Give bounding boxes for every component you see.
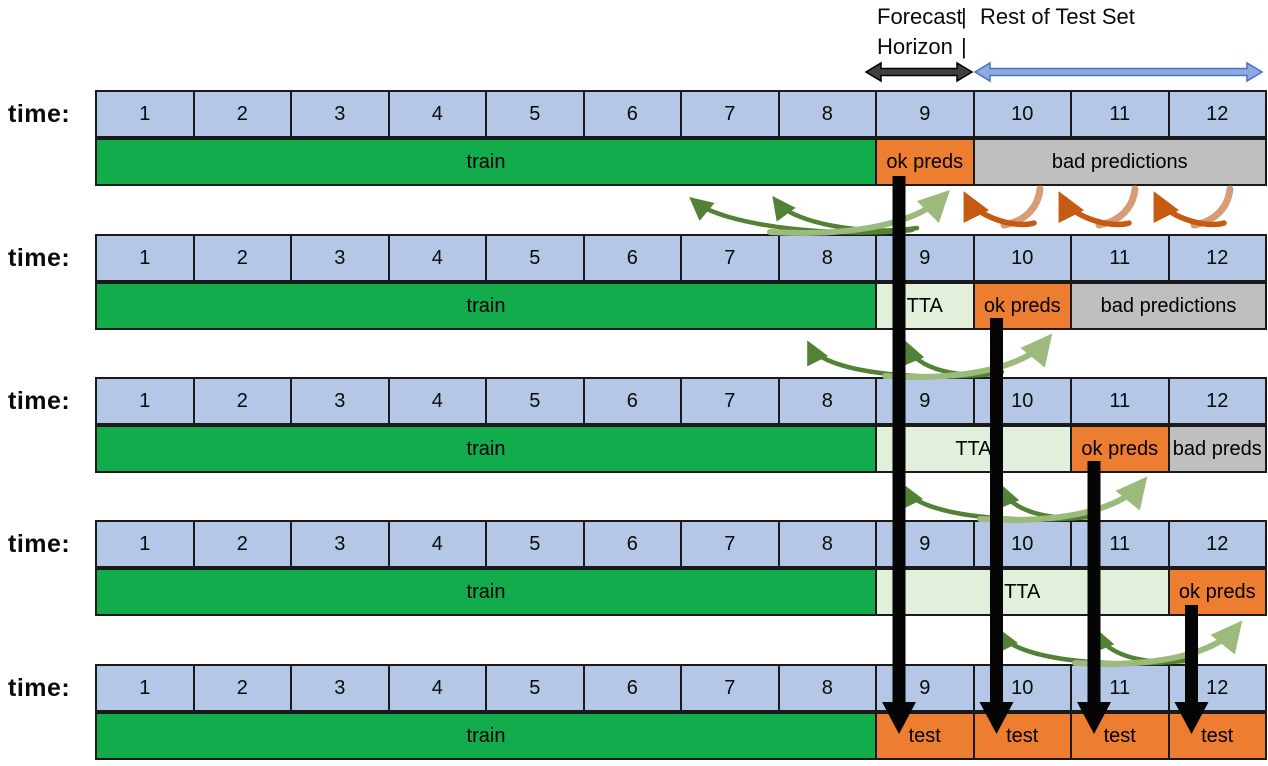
segment-test: test — [1070, 712, 1170, 760]
segment-ok: ok preds — [1070, 425, 1170, 473]
tta-update-arrows-gap2 — [807, 333, 1053, 380]
timestep-cell: 6 — [582, 520, 682, 568]
timestep-cell: 1 — [95, 90, 195, 138]
forecast-horizon-arrow — [864, 61, 974, 83]
timestep-cell: 3 — [290, 234, 390, 282]
timestep-cell: 10 — [972, 234, 1072, 282]
timestep-cell: 11 — [1070, 664, 1170, 712]
timestep-cell: 6 — [582, 377, 682, 425]
timestep-cell: 11 — [1070, 377, 1170, 425]
timestep-cell: 12 — [1167, 90, 1267, 138]
header-divider-2: | — [961, 34, 967, 59]
timestep-cell: 2 — [192, 90, 292, 138]
timestep-cell: 1 — [95, 377, 195, 425]
timestep-cell: 6 — [582, 90, 682, 138]
timestep-cell: 3 — [290, 90, 390, 138]
timestep-cell: 8 — [777, 664, 877, 712]
segment-train: train — [95, 282, 877, 330]
timestep-cell: 11 — [1070, 90, 1170, 138]
timestep-cell: 7 — [680, 377, 780, 425]
timestep-cell: 7 — [680, 234, 780, 282]
time-label: time: — [8, 243, 71, 272]
timestep-cell: 3 — [290, 664, 390, 712]
timestep-cell: 6 — [582, 234, 682, 282]
timestep-cell: 4 — [387, 377, 487, 425]
forecast-horizon-label-line1: Forecast — [877, 4, 963, 29]
rest-of-test-set-arrow — [973, 61, 1264, 83]
timestep-cell: 5 — [485, 90, 585, 138]
timestep-cell: 8 — [777, 520, 877, 568]
tta-update-arrows-gap4 — [997, 620, 1243, 667]
segment-ok: ok preds — [875, 138, 975, 186]
timestep-cell: 2 — [192, 520, 292, 568]
timestep-cell: 11 — [1070, 520, 1170, 568]
segment-test: test — [875, 712, 975, 760]
timestep-cell: 8 — [777, 234, 877, 282]
segment-train: train — [95, 712, 877, 760]
tta-update-arrows-gap3 — [902, 476, 1148, 523]
segment-test: test — [972, 712, 1072, 760]
segment-tta: TTA — [875, 282, 975, 330]
timestep-cell: 9 — [875, 377, 975, 425]
timestep-cell: 10 — [972, 664, 1072, 712]
timestep-cell: 1 — [95, 664, 195, 712]
timestep-cell: 11 — [1070, 234, 1170, 282]
timestep-cell: 5 — [485, 520, 585, 568]
timestep-cell: 9 — [875, 520, 975, 568]
timestep-cell: 1 — [95, 234, 195, 282]
timestep-cell: 10 — [972, 377, 1072, 425]
timestep-cell: 2 — [192, 234, 292, 282]
time-label: time: — [8, 529, 71, 558]
timestep-cell: 6 — [582, 664, 682, 712]
timestep-cell: 8 — [777, 90, 877, 138]
segment-ok: ok preds — [972, 282, 1072, 330]
time-label: time: — [8, 673, 71, 702]
header-divider-1: | — [961, 4, 967, 29]
timestep-cell: 7 — [680, 520, 780, 568]
timestep-cell: 7 — [680, 664, 780, 712]
timestep-cell: 4 — [387, 234, 487, 282]
segment-train: train — [95, 425, 877, 473]
timestep-cell: 4 — [387, 90, 487, 138]
time-label: time: — [8, 386, 71, 415]
timestep-cell: 7 — [680, 90, 780, 138]
timestep-cell: 12 — [1167, 234, 1267, 282]
segment-tta: TTA — [875, 568, 1170, 616]
segment-test: test — [1167, 712, 1267, 760]
tta-update-arrows-gap1 — [689, 185, 1234, 236]
segment-train: train — [95, 138, 877, 186]
timestep-cell: 9 — [875, 90, 975, 138]
timestep-cell: 9 — [875, 234, 975, 282]
timestep-cell: 2 — [192, 664, 292, 712]
timestep-cell: 4 — [387, 664, 487, 712]
timestep-cell: 3 — [290, 377, 390, 425]
timestep-cell: 5 — [485, 377, 585, 425]
timestep-cell: 4 — [387, 520, 487, 568]
timestep-cell: 10 — [972, 520, 1072, 568]
timestep-cell: 3 — [290, 520, 390, 568]
segment-bad: bad predictions — [972, 138, 1267, 186]
time-label: time: — [8, 99, 71, 128]
timestep-cell: 12 — [1167, 520, 1267, 568]
forecast-horizon-label-line2: Horizon — [877, 34, 953, 59]
segment-tta: TTA — [875, 425, 1072, 473]
timestep-cell: 9 — [875, 664, 975, 712]
segment-bad: bad predictions — [1070, 282, 1267, 330]
segment-train: train — [95, 568, 877, 616]
timestep-cell: 12 — [1167, 377, 1267, 425]
timestep-cell: 1 — [95, 520, 195, 568]
timestep-cell: 8 — [777, 377, 877, 425]
timestep-cell: 5 — [485, 664, 585, 712]
segment-bad: bad preds — [1167, 425, 1267, 473]
timestep-cell: 12 — [1167, 664, 1267, 712]
timestep-cell: 10 — [972, 90, 1072, 138]
timestep-cell: 5 — [485, 234, 585, 282]
rest-of-test-set-label: Rest of Test Set — [980, 4, 1135, 29]
segment-ok: ok preds — [1167, 568, 1267, 616]
timestep-cell: 2 — [192, 377, 292, 425]
